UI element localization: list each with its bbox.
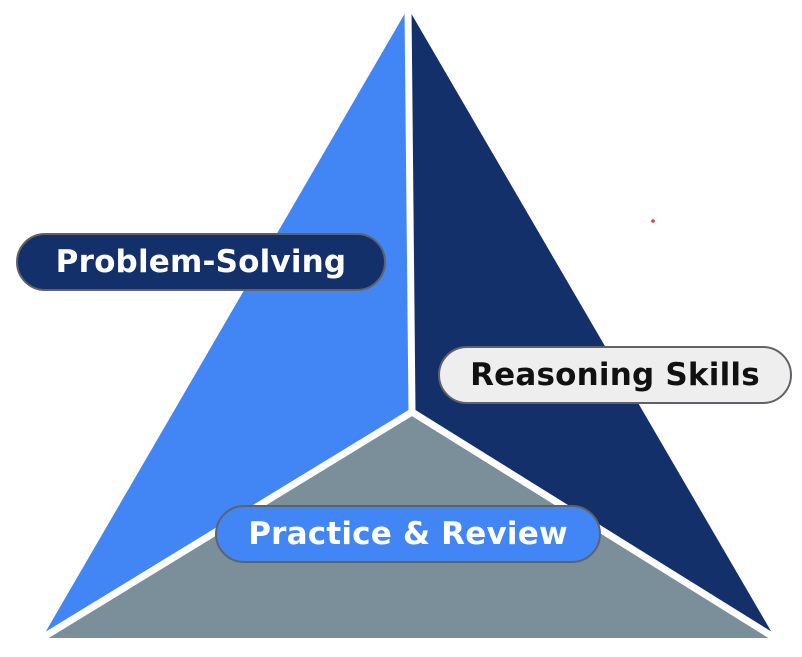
- label-problem-solving: Problem-Solving: [16, 233, 386, 291]
- label-reasoning-skills-text: Reasoning Skills: [470, 357, 760, 393]
- label-practice-review-text: Practice & Review: [248, 516, 568, 552]
- label-reasoning-skills: Reasoning Skills: [438, 346, 792, 404]
- pyramid-right-face: [408, 8, 775, 638]
- label-problem-solving-text: Problem-Solving: [55, 244, 347, 280]
- pyramid-left-face: [42, 8, 412, 638]
- label-practice-review: Practice & Review: [215, 505, 601, 563]
- separator-vertical: [404, 7, 416, 413]
- accent-dot: [651, 219, 655, 223]
